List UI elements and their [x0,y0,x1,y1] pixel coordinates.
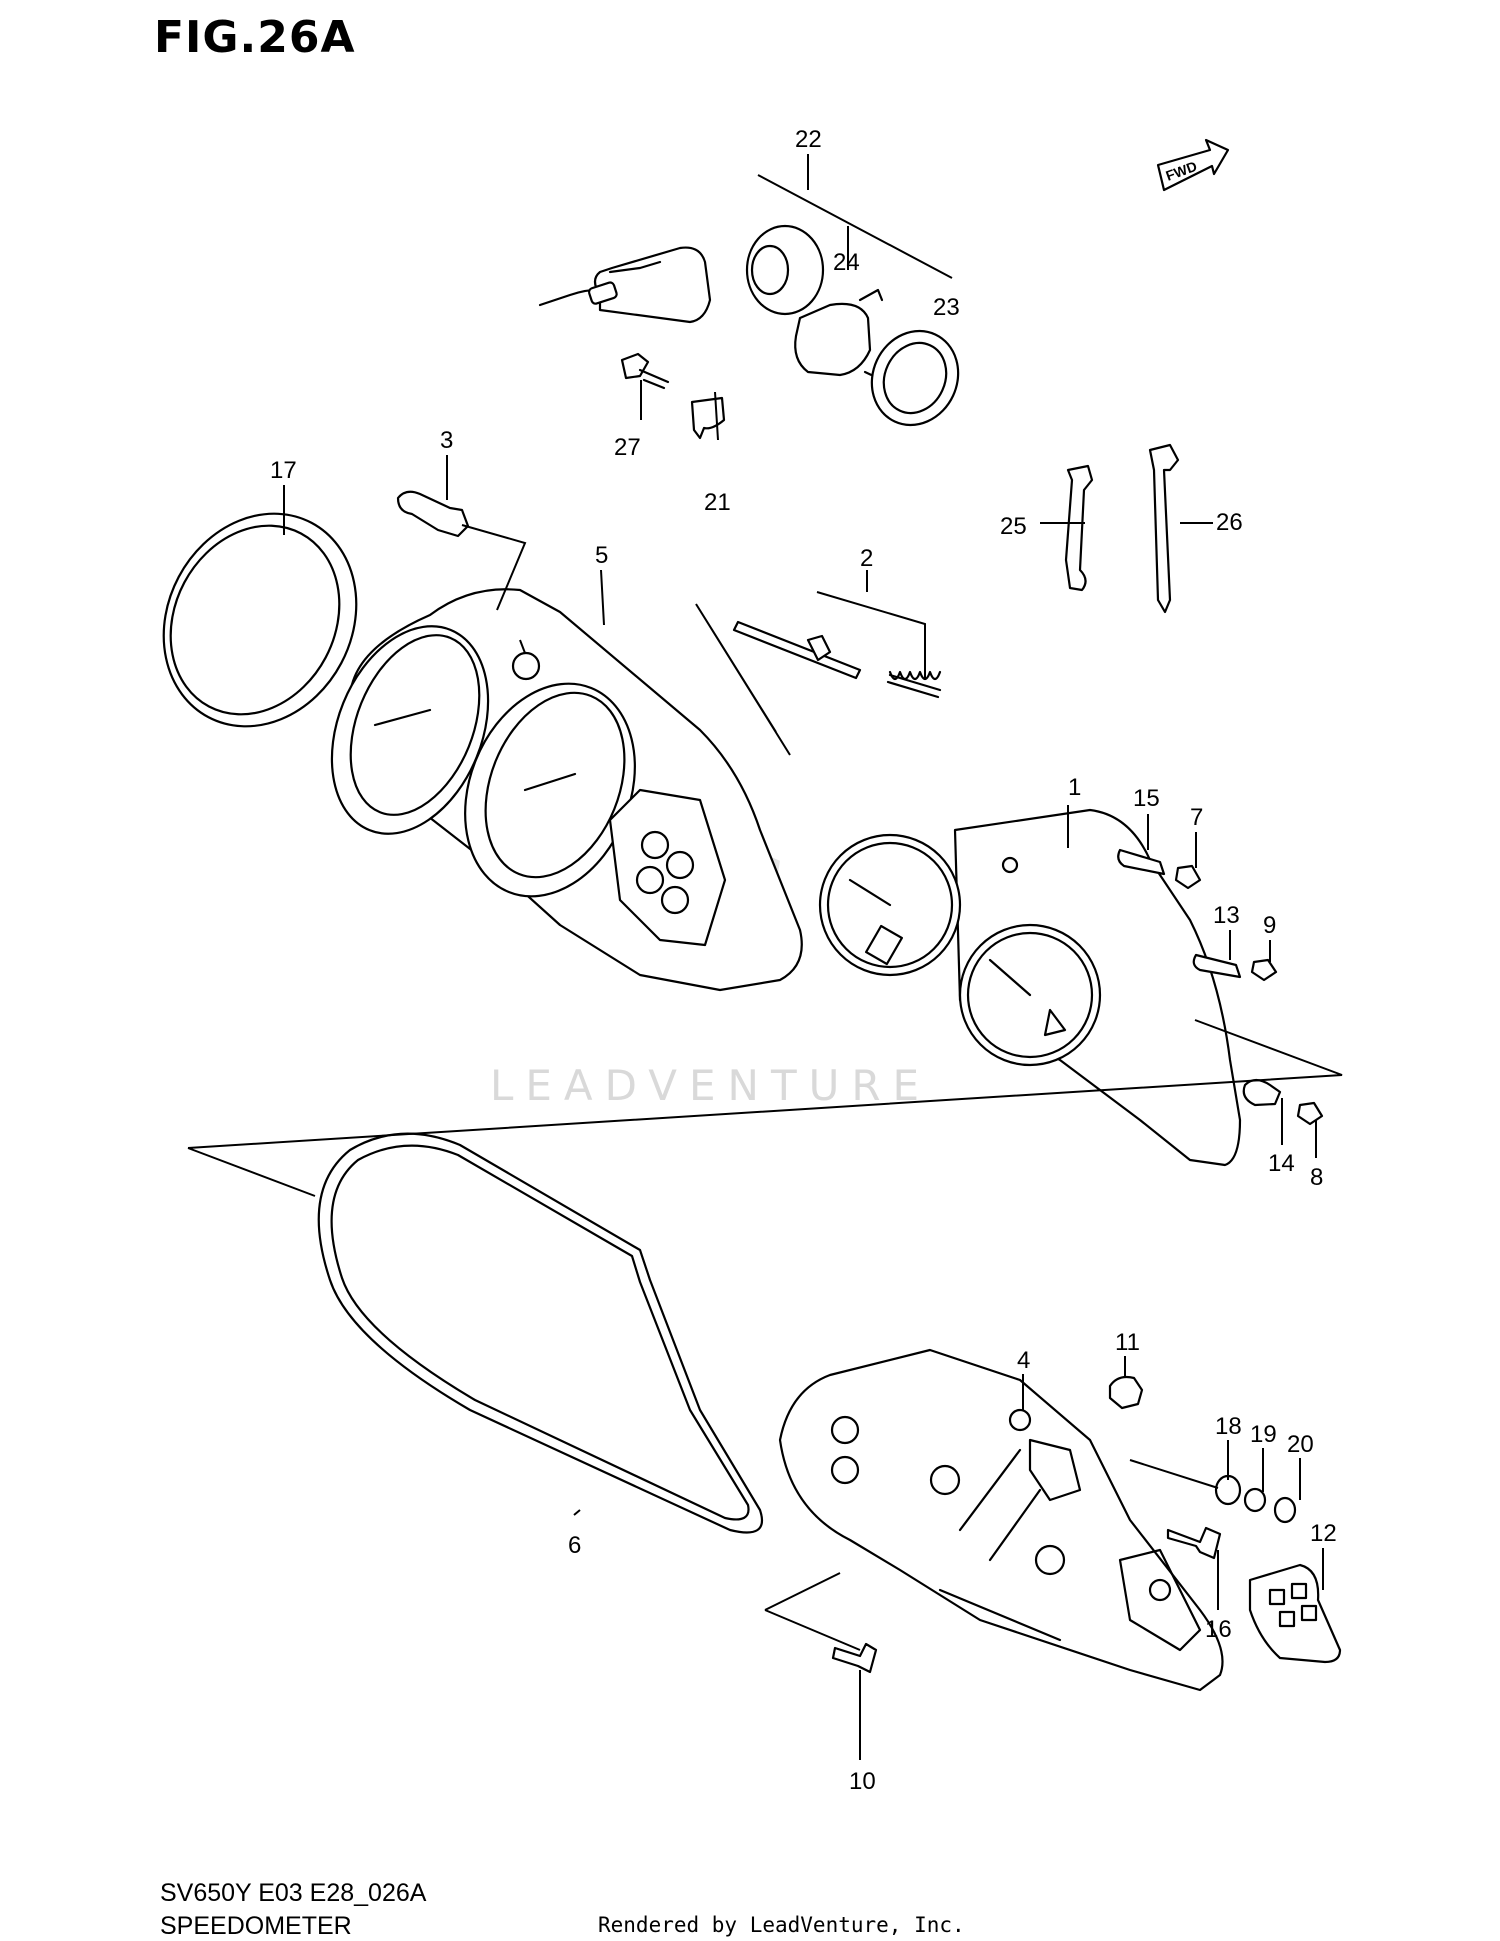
watermark-text: LEADVENTURE [490,1061,931,1110]
assembly-name: SPEEDOMETER [160,1912,352,1940]
callout-16: 16 [1205,1616,1232,1643]
callout-10: 10 [849,1768,876,1795]
callout-6: 6 [568,1532,581,1559]
rendered-by-credit: Rendered by LeadVenture, Inc. [598,1913,965,1937]
callout-22: 22 [795,126,822,153]
callout-23: 23 [933,294,960,321]
callout-11: 11 [1115,1329,1140,1356]
callout-12: 12 [1310,1520,1337,1547]
callout-13: 13 [1213,902,1240,929]
callout-5: 5 [595,542,608,569]
screw-27 [620,352,670,390]
callout-8: 8 [1310,1164,1323,1191]
lens-ring-17 [162,512,358,728]
part-3-pin [396,490,470,538]
callout-7: 7 [1190,804,1203,831]
forward-direction-icon: FWD [1156,138,1230,192]
callout-3: 3 [440,427,453,454]
callout-4: 4 [1017,1347,1030,1374]
figure-title: FIG.26A [154,12,356,63]
part-2-pin-spring [732,620,942,699]
callout-9: 9 [1263,912,1276,939]
callout-18: 18 [1215,1413,1242,1440]
callout-27: 27 [614,434,641,461]
leader-lines [187,154,1343,1760]
meter-assembly-1 [818,808,1242,1167]
clip-21 [690,396,726,440]
callout-2: 2 [860,545,873,572]
callout-labels: 1 2 3 4 5 6 7 8 9 10 11 12 13 14 15 16 1… [270,126,1337,1795]
meter-upper-cover-5 [330,588,803,992]
parts-25-26-wiring [1064,443,1180,614]
model-code: SV650Y E03 E28_026A [160,1879,427,1907]
callout-17: 17 [270,457,297,484]
callout-20: 20 [1287,1431,1314,1458]
lamp-socket-assembly [538,224,960,427]
callout-15: 15 [1133,785,1160,812]
bulbs-and-sockets [1117,848,1324,1126]
callout-1: 1 [1068,774,1081,801]
callout-26: 26 [1216,509,1243,536]
callout-19: 19 [1250,1421,1277,1448]
callout-14: 14 [1268,1150,1295,1177]
meter-lower-cover-4 [778,1348,1224,1692]
gasket-6 [317,1132,763,1534]
callout-24: 24 [833,249,860,276]
callout-21: 21 [704,489,731,516]
callout-25: 25 [1000,513,1027,540]
fasteners-lower [831,1375,1342,1674]
